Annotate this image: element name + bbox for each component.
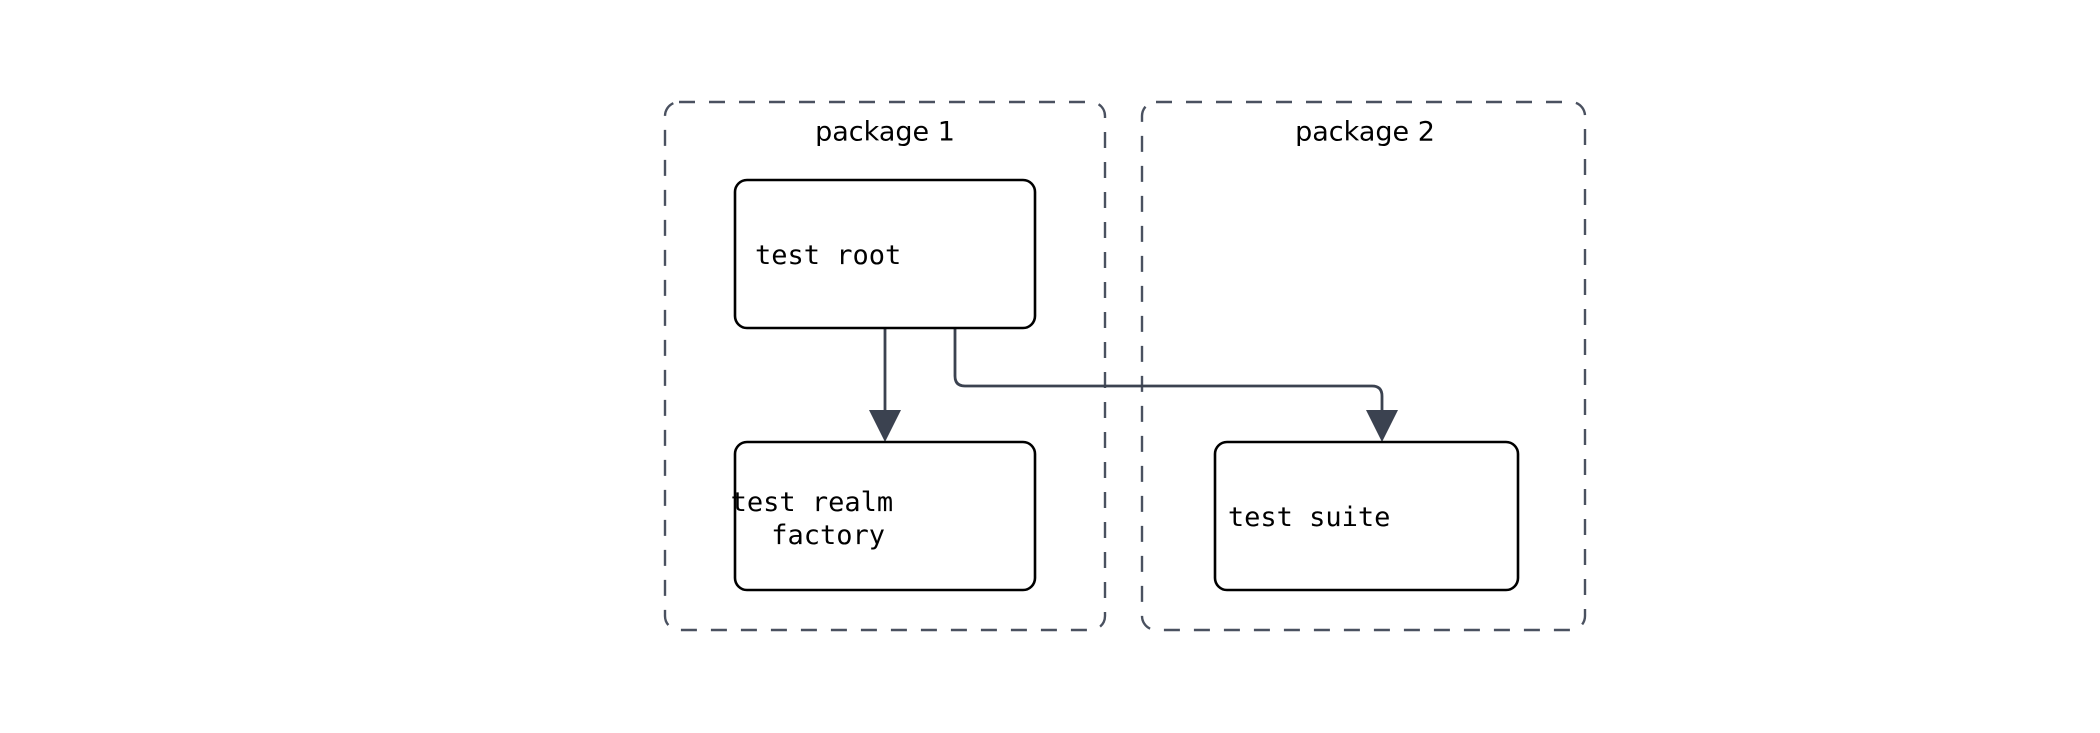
node-test-root-box[interactable] [733, 178, 1037, 330]
node-test-suite-label: test suite [1228, 502, 1504, 533]
node-test-realm-factory-box[interactable] [733, 440, 1037, 592]
node-test-realm-factory[interactable]: test realm factory [731, 440, 1040, 592]
node-test-root-line-0: test root [755, 240, 901, 271]
node-test-suite-box[interactable] [1213, 440, 1520, 592]
edge-test-root-to-test-suite [953, 328, 1398, 442]
arrowhead-icon-root-to-suite [1366, 410, 1398, 442]
edge-test-root-to-test-realm-factory [869, 328, 901, 442]
node-test-realm-factory-line-0: test realm [731, 487, 894, 518]
node-test-root[interactable]: test root [733, 178, 1037, 330]
node-test-realm-factory-label: test realm factory [731, 487, 1040, 551]
package-2-label: package 2 [1295, 117, 1435, 148]
node-test-root-label: test root [755, 240, 1015, 271]
node-test-suite-line-0: test suite [1228, 502, 1391, 533]
package-1-label: package 1 [815, 117, 955, 148]
node-test-suite[interactable]: test suite [1213, 440, 1520, 592]
node-test-realm-factory-line-1: factory [771, 520, 885, 551]
arrowhead-icon-root-to-realm-factory [869, 410, 901, 442]
package-group-2[interactable]: package 2 [1140, 100, 1587, 632]
edge-line-root-to-suite [953, 328, 1384, 424]
package-group-1[interactable]: package 1 [663, 100, 1107, 632]
